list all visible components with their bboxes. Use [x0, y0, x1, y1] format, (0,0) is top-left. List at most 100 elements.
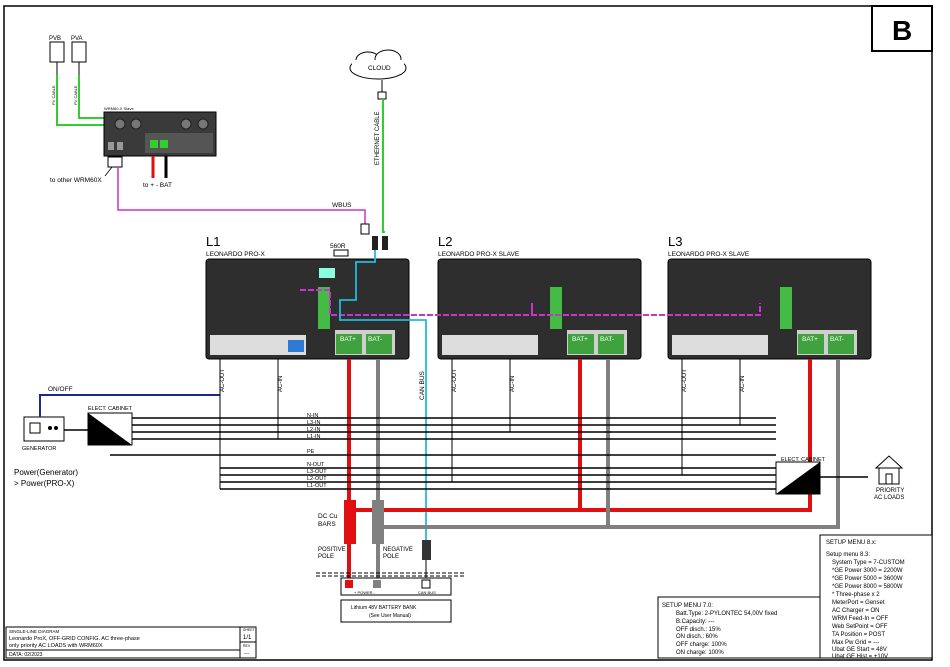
pe-label: PE [307, 449, 315, 455]
inverter-l3-bat-minus: BAT- [830, 336, 844, 343]
ac-out-bus [220, 467, 776, 490]
setup7-line-4: ON disch.: 60% [676, 634, 718, 640]
wbus-plug [360, 223, 370, 235]
sheet-letter-box: B [871, 5, 933, 52]
ac-drops [219, 359, 741, 489]
elect-cabinet-right-label: ELECT. CABINET [781, 457, 826, 463]
bus-in-l2: L2-IN [307, 427, 320, 433]
inverter-l3-model: LEONARDO PRO-X SLAVE [668, 251, 750, 258]
inverter-l1-model: LEONARDO PRO-X [206, 251, 266, 258]
setup8-line-5: *GE Power 8000 = 5800W [832, 584, 903, 590]
l1-ac-out: AC-OUT [220, 369, 226, 392]
negative-pole-label-2: POLE [383, 554, 399, 560]
sheet-value: 1/1 [243, 635, 252, 641]
battery-can-terminal: CAN BUS [418, 590, 436, 595]
sheet-label: SHEET [243, 628, 256, 632]
inverter-l1-bat-plus: BAT+ [340, 336, 356, 343]
l3-ac-in: AC-IN [740, 376, 746, 392]
l1-ac-in: AC-IN [278, 376, 284, 392]
setup8-line-13: Ubat GE Start = 48V [832, 647, 887, 653]
ethernet-cable [382, 99, 385, 233]
positive-pole-label-1: POSITIVE [318, 547, 346, 553]
inverter-l2-model: LEONARDO PRO-X SLAVE [438, 251, 520, 258]
inverter-l1-bat-minus: BAT- [368, 336, 382, 343]
setup8-title: SETUP MENU 8.x: [826, 540, 877, 546]
pv-label-a: PVA [71, 36, 83, 42]
setup8-line-7: MeterPort = Genset [832, 600, 885, 606]
setup8-line-10: Web SetPoint = OFF [832, 624, 888, 630]
elect-cabinet-left: ELECT. CABINET [87, 406, 133, 446]
dc-negative-bar [372, 500, 384, 544]
generator-on-off-cable [39, 394, 220, 417]
wbus-cable [117, 167, 366, 225]
bus-out-l1: L1-OUT [307, 483, 327, 489]
dc-bars-label-1: DC Cu [318, 513, 338, 520]
resistor-label: 560R [330, 243, 346, 250]
rev-label: REV [243, 644, 251, 648]
sheet-letter: B [892, 15, 912, 46]
inverter-l3-phase: L3 [668, 234, 682, 249]
can-bus-cable [339, 250, 427, 540]
pv-cable-b [56, 75, 104, 126]
pv-cable-label-a: PV CABLE [73, 85, 78, 105]
cloud-label: CLOUD [368, 65, 391, 72]
cloud-icon: CLOUD [349, 49, 407, 80]
generator-label: GENERATOR [22, 446, 56, 452]
inverter-l3-bat-plus: BAT+ [802, 336, 818, 343]
title-line-1: SINGLE-LINE DIAGRAM [9, 629, 60, 634]
bus-in-l1: L1-IN [307, 434, 320, 440]
dc-bars-label-2: BARS [318, 521, 336, 528]
can-bus-label: CAN BUS [419, 370, 426, 400]
inverter-l2-phase: L2 [438, 234, 452, 249]
setup-menu-7: SETUP MENU 7.0: Batt.Type: 2-PYLONTEC 54… [657, 596, 821, 659]
inverter-l2-bat-minus: BAT- [600, 336, 614, 343]
title-line-2: Leonardo ProX, OFF-GRID CONFIG. AC three… [9, 636, 140, 642]
wbus-label: WBUS [332, 202, 352, 209]
inverter-l2-bat-plus: BAT+ [572, 336, 588, 343]
rev-value: --- [244, 651, 249, 657]
bus-out-l3: L3-OUT [307, 469, 327, 475]
wrm-title: WRM60-X Slave [104, 106, 134, 111]
priority-label-1: PRIORITY [876, 488, 904, 494]
priority-loads-house-icon: PRIORITY AC LOADS [874, 455, 904, 501]
pv-modules: PVB PVA [49, 36, 87, 75]
setup8-line-11: TA Position = POST [832, 632, 885, 638]
power-note-1: Power(Generator) [14, 468, 78, 477]
setup8-line-1: Setup menu 8.3: [826, 552, 870, 558]
bus-out-l2: L2-OUT [307, 476, 327, 482]
setup7-title: SETUP MENU 7.0: [662, 603, 713, 609]
setup7-line-3: OFF disch.: 15% [676, 627, 721, 633]
elect-cabinet-left-label: ELECT. CABINET [88, 406, 133, 412]
inverter-l3: L3 LEONARDO PRO-X SLAVE BAT+ BAT- [667, 234, 872, 360]
inverter-l2: L2 LEONARDO PRO-X SLAVE BAT+ BAT- [437, 234, 642, 360]
title-date: DATA: 02/2023 [9, 652, 43, 658]
setup7-line-5: OFF charge: 100% [676, 642, 727, 648]
ethernet-plug-top [377, 91, 387, 100]
generator: GENERATOR [22, 416, 65, 452]
wrm-to-bat: to + - BAT [143, 182, 172, 189]
positive-pole-label-2: POLE [318, 554, 334, 560]
pv-label-b: PVB [49, 36, 61, 42]
inverter-l1: L1 LEONARDO PRO-X BAT+ BAT- [205, 234, 410, 360]
wbus-chain [300, 289, 761, 316]
dc-positive-bar [344, 500, 356, 544]
setup-menu-8: SETUP MENU 8.x: Setup menu 8.3: System T… [819, 534, 933, 660]
l3-ac-out: AC-OUT [682, 369, 688, 392]
battery-name-1: Lithium 48V BATTERY BANK [351, 605, 417, 611]
setup8-line-12: Max Pw Grid = --- [832, 640, 879, 646]
ethernet-cable-label: ETHERNET CABLE [375, 111, 381, 165]
pv-cable-label-b: PV CABLE [51, 85, 56, 105]
battery-power-terminal: + POWER - [354, 590, 376, 595]
ethernet-plug [382, 236, 388, 250]
setup7-line-1: Batt.Type: 2-PYLONTEC 54,00V fixed [676, 611, 777, 617]
bus-out-n: N-OUT [307, 462, 325, 468]
l2-ac-in: AC-IN [510, 376, 516, 392]
wrm60x-slave: WRM60-X Slave [103, 106, 217, 157]
inverter-l1-phase: L1 [206, 234, 220, 249]
setup7-line-6: ON charge: 100% [676, 650, 724, 656]
bus-in-l3: L3-IN [307, 420, 320, 426]
battery-name-2: (See User Manual) [369, 613, 411, 619]
wrm-connector [107, 156, 123, 168]
on-off-label: ON/OFF [48, 386, 73, 393]
title-block: SINGLE-LINE DIAGRAM Leonardo ProX, OFF-G… [5, 626, 257, 659]
